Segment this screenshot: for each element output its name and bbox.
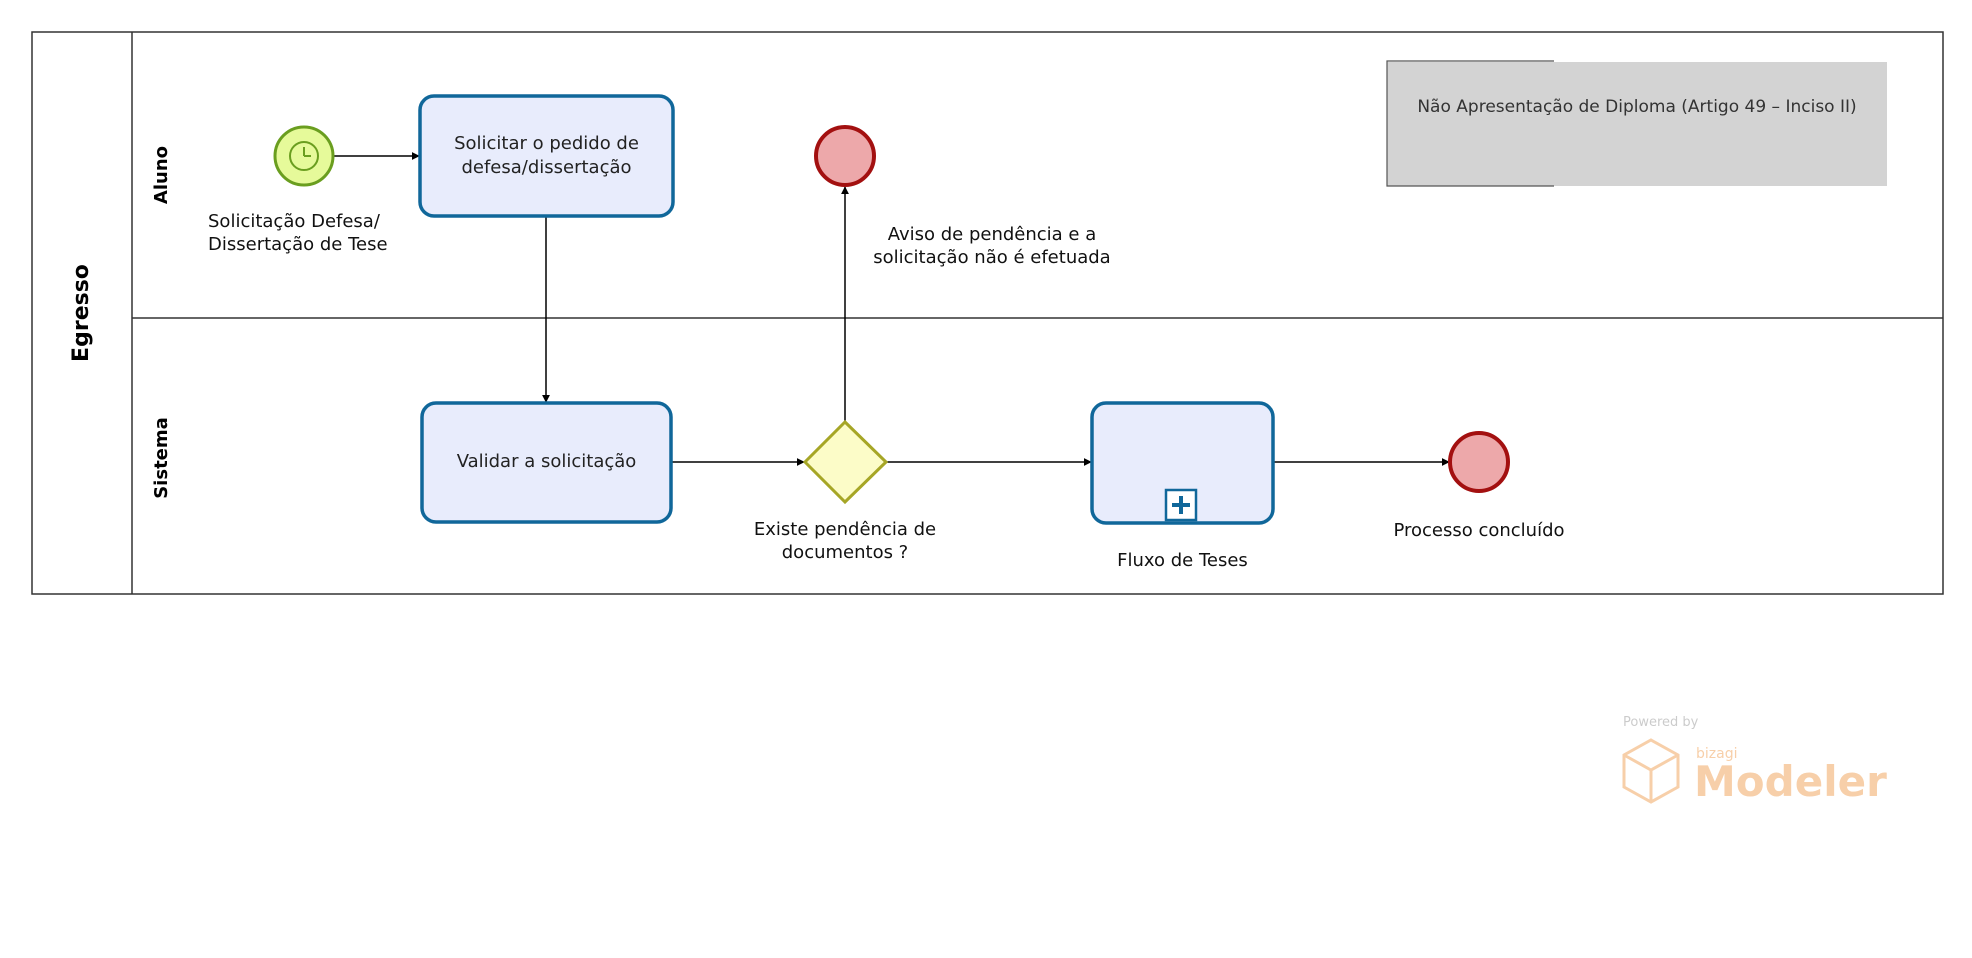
end-event-concluido-label: Processo concluído bbox=[1393, 520, 1565, 541]
bizagi-logo-icon bbox=[1622, 738, 1680, 804]
watermark-product: Modeler bbox=[1694, 757, 1887, 806]
annotation-box bbox=[1387, 62, 1887, 186]
task-solicitar-pedido[interactable] bbox=[418, 94, 675, 218]
subprocess-fluxo-de-teses[interactable] bbox=[1090, 401, 1275, 525]
expand-plus-icon[interactable] bbox=[1164, 488, 1198, 522]
end-event-processo-concluido[interactable] bbox=[1448, 431, 1510, 493]
annotation-text: Não Apresentação de Diploma (Artigo 49 –… bbox=[1417, 97, 1857, 117]
task-validar-solicitacao[interactable] bbox=[420, 401, 673, 524]
timer-icon bbox=[289, 141, 319, 171]
start-event-label: Solicitação Defesa/ Dissertação de Tese bbox=[208, 211, 388, 256]
task-validar-label: Validar a solicitação bbox=[456, 451, 637, 473]
lane-title-aluno: Aluno bbox=[151, 145, 172, 205]
end-event-aviso-label: Aviso de pendência e a solicitação não é… bbox=[873, 224, 1111, 269]
subprocess-label: Fluxo de Teses bbox=[1117, 550, 1248, 571]
pool-title: Egresso bbox=[69, 264, 94, 362]
task-solicitar-label: Solicitar o pedido de defesa/dissertação bbox=[454, 132, 639, 178]
end-event-aviso[interactable] bbox=[814, 125, 876, 187]
watermark-brand: bizagi bbox=[1696, 746, 1738, 762]
gateway-label: Existe pendência de documentos ? bbox=[753, 519, 937, 564]
annotation-bracket bbox=[1386, 60, 1554, 187]
exclusive-gateway[interactable] bbox=[802, 419, 889, 505]
watermark-powered-by: Powered by bbox=[1623, 715, 1699, 730]
lane-title-sistema: Sistema bbox=[151, 417, 172, 499]
